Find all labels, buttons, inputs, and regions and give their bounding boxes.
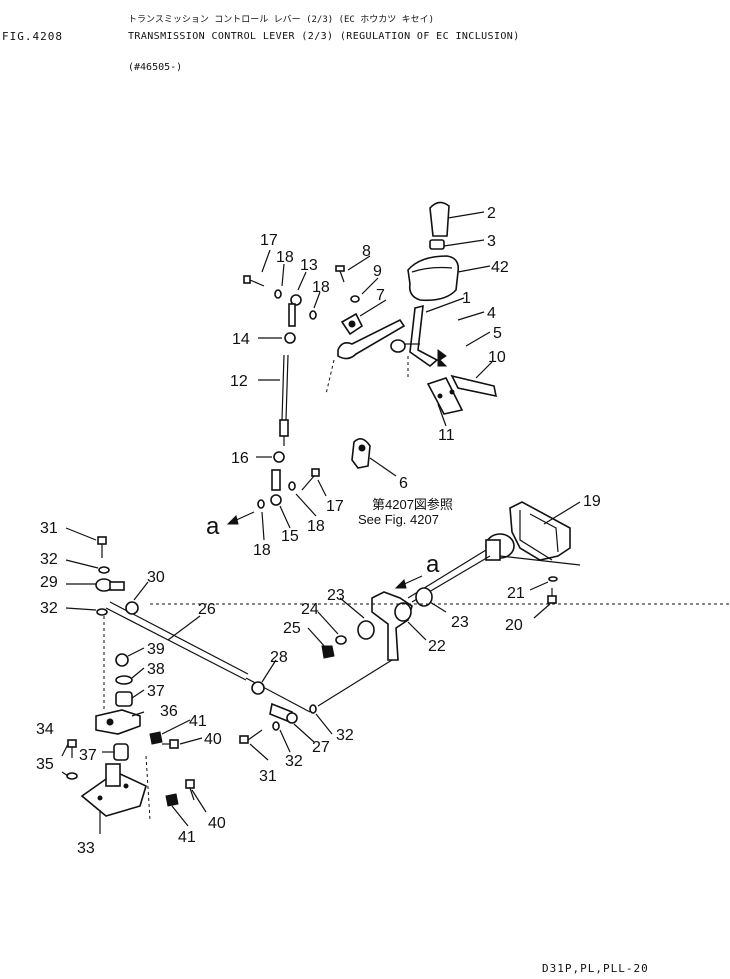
- callout-18-d: 18: [253, 542, 271, 559]
- callout-41-upper: 41: [189, 713, 207, 730]
- callout-19: 19: [583, 493, 601, 510]
- callout-3: 3: [487, 233, 496, 250]
- callout-21: 21: [507, 585, 525, 602]
- callout-27: 27: [312, 739, 330, 756]
- callout-38: 38: [147, 661, 165, 678]
- callout-8: 8: [362, 243, 371, 260]
- callout-42: 42: [491, 259, 509, 276]
- reference-english: See Fig. 4207: [358, 512, 439, 527]
- leader-lines: [61, 211, 581, 834]
- callout-20: 20: [505, 617, 523, 634]
- callout-39: 39: [147, 641, 165, 658]
- callout-5: 5: [493, 325, 502, 342]
- callout-18-b: 18: [312, 279, 330, 296]
- callout-35: 35: [36, 756, 54, 773]
- callout-31-lower: 31: [259, 768, 277, 785]
- callout-41-lower: 41: [178, 829, 196, 846]
- callout-30: 30: [147, 569, 165, 586]
- callout-24: 24: [301, 601, 319, 618]
- callout-32-c: 32: [285, 753, 303, 770]
- callout-7: 7: [376, 287, 385, 304]
- callout-31-upper: 31: [40, 520, 58, 537]
- callout-18-c: 18: [307, 518, 325, 535]
- callout-10: 10: [488, 349, 506, 366]
- callout-37-lower: 37: [79, 747, 97, 764]
- callout-17-upper: 17: [260, 232, 278, 249]
- part-knob: [429, 201, 450, 237]
- callout-2: 2: [487, 205, 496, 222]
- callout-32-a: 32: [40, 551, 58, 568]
- callout-32-b: 32: [40, 600, 58, 617]
- callout-4: 4: [487, 305, 496, 322]
- callout-37-upper: 37: [147, 683, 165, 700]
- reference-japanese: 第4207図参照: [372, 497, 453, 512]
- callout-26: 26: [198, 601, 216, 618]
- serial-range: (#46505-): [128, 62, 183, 73]
- callout-29: 29: [40, 574, 58, 591]
- page-code: D31P,PL,PLL-20: [542, 962, 649, 975]
- callout-13: 13: [300, 257, 318, 274]
- figure-number: FIG.4208: [2, 30, 63, 43]
- part-bracket-19: [509, 501, 571, 561]
- callout-numbers: 1 2 3 4 5 6 7 8 9 10 11 12 13 14 15 16 1…: [36, 205, 601, 857]
- view-marker-a-left: a: [206, 513, 220, 540]
- callout-14: 14: [232, 331, 250, 348]
- callout-28: 28: [270, 649, 288, 666]
- callout-23-left: 23: [327, 587, 345, 604]
- callout-34: 34: [36, 721, 54, 738]
- callout-16: 16: [231, 450, 249, 467]
- callout-6: 6: [399, 475, 408, 492]
- title-english: TRANSMISSION CONTROL LEVER (2/3) (REGULA…: [128, 31, 520, 42]
- view-marker-a-right: a: [426, 551, 440, 578]
- callout-22: 22: [428, 638, 446, 655]
- part-nut-3: [429, 239, 445, 250]
- callout-33: 33: [77, 840, 95, 857]
- part-boot: [407, 255, 460, 302]
- callout-11: 11: [438, 427, 455, 444]
- part-lever: [409, 304, 439, 368]
- callout-40-upper: 40: [204, 731, 222, 748]
- drawing-parts: [66, 201, 730, 821]
- callout-18-a: 18: [276, 249, 294, 266]
- callout-40-lower: 40: [208, 815, 226, 832]
- callout-12: 12: [230, 373, 248, 390]
- callout-32-d: 32: [336, 727, 354, 744]
- callout-23-right: 23: [451, 614, 469, 631]
- callout-25: 25: [283, 620, 301, 637]
- title-japanese: トランスミッション コントロール レバー (2/3) (EC ホウカツ キセイ): [128, 15, 435, 25]
- part-cross-lever: [337, 318, 406, 360]
- callout-1: 1: [462, 290, 471, 307]
- callout-9: 9: [373, 263, 382, 280]
- part-bell-lever: [371, 591, 413, 661]
- part-6-link: [351, 438, 371, 469]
- callout-15: 15: [281, 528, 299, 545]
- part-lever-36: [95, 709, 141, 735]
- callout-17-lower: 17: [326, 498, 344, 515]
- part-bracket-10: [450, 374, 498, 398]
- callout-36: 36: [160, 703, 178, 720]
